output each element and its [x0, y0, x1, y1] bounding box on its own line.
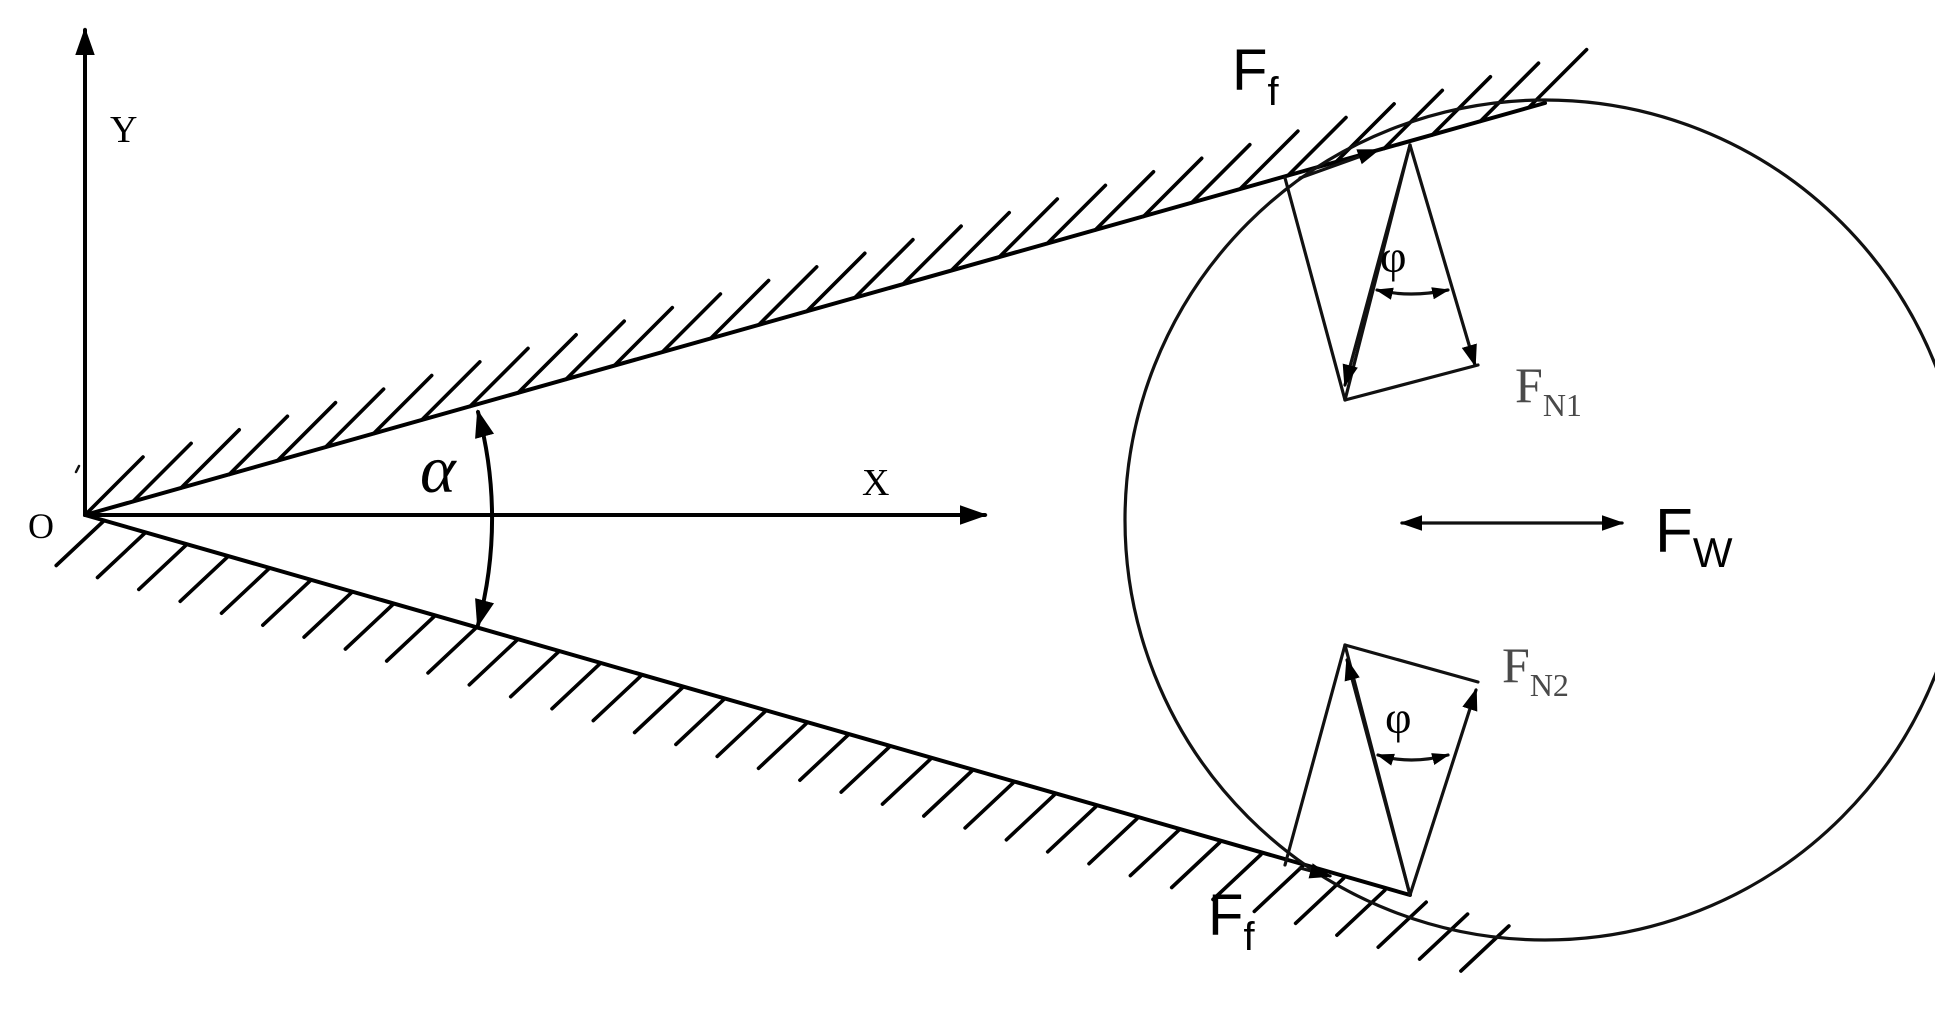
upper-wall-hatching: [83, 47, 1589, 517]
hatch-mark: [1335, 888, 1387, 938]
hatch-mark: [550, 661, 602, 711]
hatch-mark: [756, 265, 819, 327]
hatch-mark: [1190, 142, 1252, 205]
normal-lower-label: FN2: [1502, 637, 1569, 703]
hatch-mark: [468, 346, 530, 409]
phi-upper-label: φ: [1380, 231, 1407, 282]
hatch-mark: [137, 542, 189, 592]
normal-upper-label: FN1: [1515, 357, 1582, 423]
hatch-mark: [1417, 912, 1470, 961]
friction-upper-label: Ff: [1232, 38, 1279, 114]
hatch-mark: [1382, 88, 1445, 151]
hatch-mark: [921, 769, 974, 818]
hatch-mark: [1376, 900, 1428, 950]
cylinder-body: [1123, 98, 1935, 942]
hatch-mark: [1004, 792, 1057, 842]
hatch-mark: [660, 292, 723, 354]
hatch-mark: [1459, 924, 1511, 973]
hatch-mark: [715, 709, 768, 759]
upper-normal-force-triangle: [1283, 143, 1480, 402]
hatch-mark: [804, 251, 867, 314]
hatch-mark: [1252, 864, 1305, 914]
hatch-mark: [1211, 852, 1263, 902]
hatch-mark: [1286, 115, 1348, 178]
hatch-mark: [708, 278, 771, 341]
hatch-mark: [227, 414, 290, 477]
origin-tick: [74, 464, 81, 474]
hatch-mark: [1141, 156, 1204, 219]
hatch-mark: [949, 210, 1012, 273]
hatch-mark: [798, 733, 850, 783]
hatch-mark: [83, 455, 145, 517]
hatch-mark: [1238, 129, 1300, 191]
hatch-mark: [839, 745, 892, 794]
hatch-mark: [1045, 804, 1098, 854]
lower-normal-force-triangle: [1283, 643, 1480, 897]
hatch-mark: [384, 614, 437, 663]
lower-wall: [83, 513, 1412, 897]
hatch-mark: [591, 673, 644, 723]
hatch-mark: [426, 626, 478, 675]
hatch-mark: [516, 332, 578, 395]
hatch-mark: [564, 319, 627, 382]
phi-lower-label: φ: [1385, 692, 1412, 743]
hatch-mark: [343, 602, 396, 651]
hatch-mark: [1334, 102, 1396, 164]
hatch-mark: [131, 441, 193, 504]
hatch-mark: [1430, 75, 1493, 137]
hatch-mark: [95, 530, 148, 580]
upper-wall: [83, 101, 1547, 517]
hatch-mark: [963, 781, 1015, 830]
hatch-mark: [323, 387, 386, 449]
hatch-mark: [1093, 170, 1156, 232]
friction-lower-label: Ff: [1208, 883, 1255, 959]
hatch-mark: [632, 685, 685, 735]
x-axis-label: X: [862, 462, 889, 504]
hatch-mark: [467, 637, 520, 687]
hatch-mark: [260, 578, 313, 628]
hatch-mark: [674, 697, 726, 747]
hatch-mark: [508, 649, 561, 699]
hatch-mark: [275, 400, 338, 463]
hatch-mark: [1478, 61, 1541, 123]
hatch-mark: [54, 518, 106, 568]
alpha-label: α: [420, 431, 457, 507]
alpha-angle-arc: [475, 409, 495, 628]
hatch-mark: [1128, 828, 1181, 878]
hatch-mark: [880, 757, 933, 806]
hatch-mark: [302, 590, 354, 639]
lower-wall-hatching: [54, 518, 1511, 973]
weight-label: FW: [1655, 497, 1733, 576]
hatch-mark: [756, 721, 809, 771]
origin-label: O: [28, 506, 54, 546]
hatch-mark: [853, 237, 915, 300]
hatch-mark: [1045, 183, 1108, 246]
hatch-mark: [901, 224, 963, 287]
hatch-mark: [1526, 47, 1589, 110]
hatch-mark: [178, 554, 230, 604]
hatch-mark: [1169, 840, 1222, 890]
hatch-mark: [179, 427, 241, 490]
hatch-mark: [219, 566, 272, 616]
hatch-mark: [371, 373, 434, 436]
y-axis-label: Y: [110, 109, 137, 151]
hatch-mark: [612, 305, 675, 368]
hatch-mark: [419, 360, 482, 422]
hatch-mark: [1087, 816, 1139, 866]
hatch-mark: [997, 197, 1060, 259]
